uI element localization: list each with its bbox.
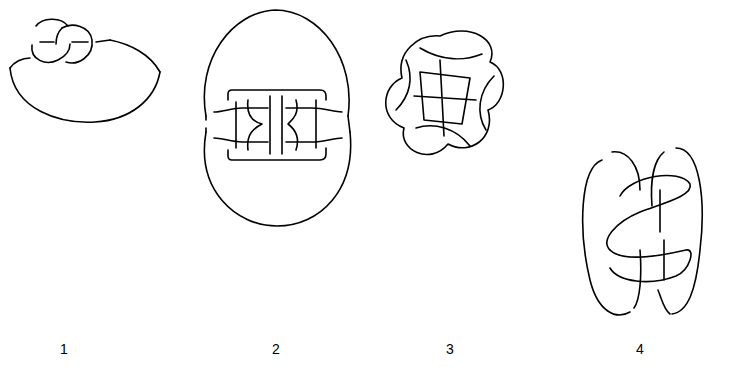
knot-strand — [206, 116, 350, 132]
knot-figure-3 — [386, 31, 504, 154]
knot-strand — [96, 40, 110, 42]
knot-strand — [288, 100, 316, 150]
knot-strand — [672, 148, 702, 314]
knot-strand — [214, 138, 268, 142]
knot-strand — [10, 58, 30, 68]
knot-strand — [286, 108, 342, 112]
figure-number: 2 — [272, 342, 280, 356]
knot-strand — [583, 160, 630, 315]
knot-strand — [56, 28, 62, 44]
knot-strand — [660, 190, 664, 280]
knot-strand — [214, 108, 268, 112]
knot-strand — [610, 250, 691, 282]
knot-strand — [40, 41, 54, 43]
knot-strand — [110, 40, 160, 72]
knot-strand — [634, 250, 641, 308]
knot-strand — [204, 10, 349, 116]
knot-strand — [36, 19, 68, 26]
knot-figure-1 — [10, 19, 160, 122]
knot-strand — [658, 290, 670, 314]
figure-number: 3 — [446, 342, 454, 356]
knot-strand — [386, 31, 504, 154]
knot-strand — [10, 68, 160, 122]
knot-strand — [270, 96, 282, 154]
knot-strand — [228, 148, 326, 160]
knot-figure-2 — [204, 10, 350, 226]
knot-strand — [286, 138, 342, 142]
knot-strand — [612, 152, 640, 190]
knot-strand — [652, 152, 665, 206]
knot-strand — [414, 60, 476, 136]
knot-strand — [396, 60, 410, 110]
knot-strand — [204, 132, 350, 226]
knot-strand — [607, 175, 690, 250]
figure-number: 1 — [60, 342, 68, 356]
knot-figure-4 — [583, 148, 702, 315]
figure-number: 4 — [636, 342, 644, 356]
knot-strand — [32, 44, 70, 62]
knot-strand — [236, 100, 262, 150]
knot-strand — [62, 25, 92, 63]
knot-strand — [420, 48, 482, 59]
knot-strand — [72, 41, 88, 43]
knot-strand — [228, 90, 326, 100]
knot-strand — [480, 76, 494, 130]
